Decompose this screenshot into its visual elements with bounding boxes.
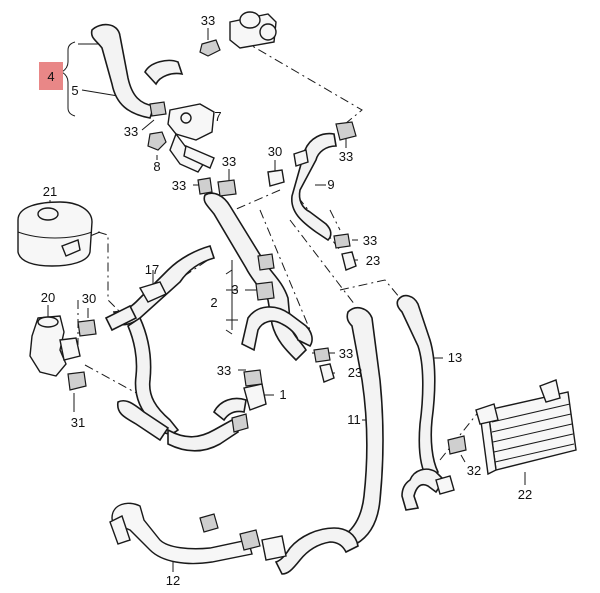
highlight-part-4: [39, 62, 63, 90]
hose-1-branch: [167, 418, 240, 452]
clamp-33-thermo2: [217, 179, 237, 197]
label-33-thermo: 33: [172, 178, 186, 193]
parts: [17, 11, 577, 565]
label-33-lower-right: 33: [339, 346, 353, 361]
label-11: 11: [347, 412, 361, 427]
part-30-left: [77, 319, 97, 337]
label-23-lower: 23: [348, 365, 362, 380]
label-30-upper: 30: [268, 144, 282, 159]
part-30-upper: [267, 169, 285, 187]
part-labels: 4 5 33 33 7 8 33 33 30 33 9 33 23 21 17 …: [41, 13, 532, 588]
label-33-left: 33: [124, 124, 138, 139]
part-7-flange: [167, 103, 215, 141]
part-32-clamp: [447, 435, 467, 455]
part-1-connector: [243, 383, 267, 411]
label-3: 3: [231, 282, 238, 297]
label-7: 7: [214, 109, 221, 124]
hose-31: [127, 316, 180, 435]
part-23-lower: [319, 363, 335, 383]
label-33-right: 33: [339, 149, 353, 164]
label-8: 8: [153, 159, 160, 174]
part-17-clip: [138, 281, 167, 303]
part-23-upper: [341, 251, 357, 271]
clamp-33-top: [199, 39, 221, 57]
clamp-33-mid: [149, 101, 167, 117]
label-33-top: 33: [201, 13, 215, 28]
part-3-clamp: [255, 281, 275, 301]
part-8: [147, 131, 167, 151]
clamp-33-right: [335, 121, 357, 141]
label-30-left: 30: [82, 291, 96, 306]
label-23-upper: 23: [366, 253, 380, 268]
label-20: 20: [41, 290, 55, 305]
tank-cap: [37, 207, 59, 221]
label-31: 31: [71, 415, 85, 430]
part-12-pipe: [111, 502, 253, 565]
hose-5: [144, 59, 184, 86]
part-22-oil-cooler: [487, 391, 577, 471]
label-4: 4: [47, 69, 54, 84]
label-33-thermo2: 33: [222, 154, 236, 169]
label-21: 21: [43, 184, 57, 199]
hose-13: [396, 294, 440, 482]
part-20-connector: [29, 315, 67, 377]
label-13: 13: [448, 350, 462, 365]
hoses: [90, 23, 446, 575]
part-31-clamp: [67, 371, 87, 391]
label-33-lower: 33: [217, 363, 231, 378]
label-1: 1: [279, 387, 286, 402]
label-22: 22: [518, 487, 532, 502]
label-17: 17: [145, 262, 159, 277]
label-5: 5: [71, 83, 78, 98]
label-9: 9: [327, 177, 334, 192]
label-2: 2: [210, 295, 217, 310]
clamp-33-thermo: [197, 177, 213, 195]
label-32: 32: [467, 463, 481, 478]
hose-2b: [241, 306, 313, 352]
label-33-mid-right: 33: [363, 233, 377, 248]
bracket-4-5: [61, 41, 76, 117]
label-12: 12: [166, 573, 180, 588]
